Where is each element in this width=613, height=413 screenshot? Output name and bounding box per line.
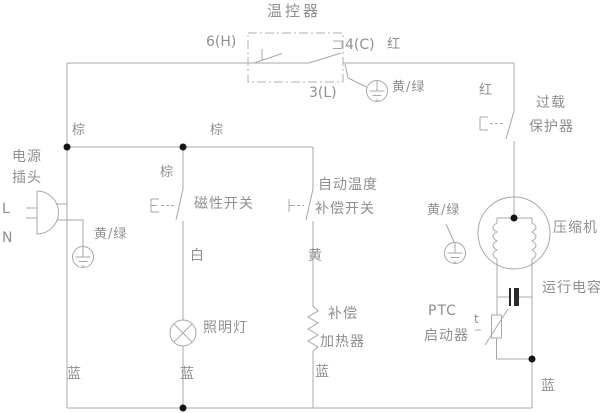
overload-label-2: 保护器 — [529, 119, 574, 135]
heater-label-1: 补偿 — [328, 306, 358, 322]
run-capacitor-label: 运行电容 — [542, 280, 602, 296]
compensation-switch-label-2: 补偿开关 — [315, 201, 375, 217]
terminal-neutral: N — [2, 230, 13, 246]
lamp-label: 照明灯 — [203, 320, 248, 336]
wires — [66, 62, 533, 409]
thermostat-contacts — [248, 40, 343, 64]
overload-label-1: 过载 — [536, 95, 566, 111]
terminal-3l: 3(L) — [309, 85, 337, 101]
overload-switch-actuator — [479, 116, 503, 131]
power-plug-label-2: 插头 — [12, 170, 42, 186]
ground-icon-plug — [72, 246, 94, 268]
run-capacitor-icon — [497, 288, 532, 306]
lamp-icon — [169, 319, 197, 347]
ptc-label-1: PTC — [428, 303, 457, 319]
magnetic-switch-actuator — [150, 198, 174, 213]
heater-label-2: 加热器 — [320, 334, 365, 350]
terminal-live: L — [2, 201, 10, 217]
junction-dots — [63, 143, 536, 412]
wire-label-white: 白 — [190, 248, 205, 264]
ground-icon-compressor — [444, 242, 466, 264]
wire-label-blue-lamp: 蓝 — [180, 366, 195, 382]
wire-label-brown-mid: 棕 — [210, 123, 225, 138]
wire-label-yellow-green-top: 黄/绿 — [392, 80, 426, 95]
wire-label-blue-left: 蓝 — [67, 366, 82, 382]
wire-label-brown-left: 棕 — [72, 123, 87, 138]
ptc-label-2: 启动器 — [424, 328, 469, 344]
wire-label-blue-right: 蓝 — [541, 378, 556, 394]
compensation-switch-actuator — [288, 199, 304, 212]
wire-label-yellow-green-compressor: 黄/绿 — [427, 203, 461, 218]
compensation-switch-label-1: 自动温度 — [318, 177, 378, 193]
terminal-6h: 6(H) — [206, 34, 237, 50]
magnetic-switch-label: 磁性开关 — [194, 196, 254, 212]
ptc-temp-mark: t — [474, 312, 479, 326]
wire-label-red-right: 红 — [479, 83, 494, 98]
ground-icon-thermostat — [366, 80, 388, 102]
power-plug-label-1: 电源 — [12, 149, 42, 165]
wire-label-blue-heater: 蓝 — [315, 364, 330, 380]
ptc-thermistor-icon — [475, 308, 509, 346]
heater-resistor-icon — [307, 305, 319, 352]
thermostat-box — [247, 32, 344, 83]
wire-label-yellow-green-plug: 黄/绿 — [94, 227, 128, 242]
thermostat-title: 温控器 — [267, 2, 322, 20]
wire-label-yellow: 黄 — [308, 248, 323, 264]
wire-label-red-top: 红 — [387, 37, 402, 52]
wire-label-brown-switch: 棕 — [160, 165, 175, 180]
power-plug-icon — [26, 190, 84, 246]
compressor-label: 压缩机 — [553, 220, 598, 236]
terminal-4c: 4(C) — [345, 37, 375, 53]
